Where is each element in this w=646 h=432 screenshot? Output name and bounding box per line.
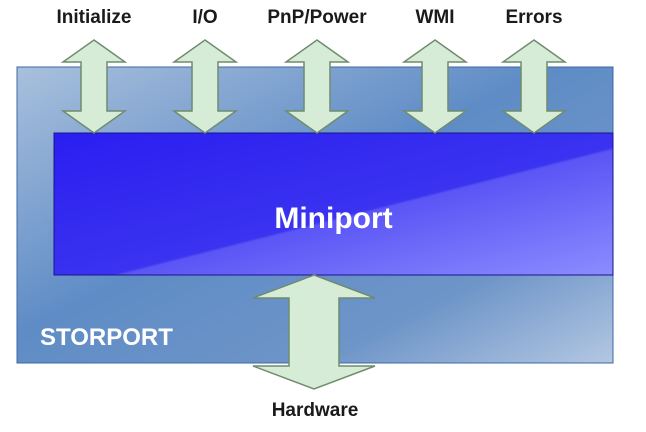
interface-label-initialize: Initialize (56, 7, 132, 28)
interface-arrows (60, 39, 568, 134)
storport-label: STORPORT (40, 324, 173, 351)
miniport-box (53, 132, 614, 276)
hardware-label: Hardware (271, 400, 359, 421)
interface-arrow-errors (500, 39, 568, 134)
interface-arrow-io (171, 39, 239, 134)
interface-arrow-wmi (401, 39, 469, 134)
interface-arrow-initialize (60, 39, 128, 134)
miniport-label: Miniport (274, 202, 393, 235)
interface-label-wmi: WMI (415, 7, 455, 28)
interface-label-io: I/O (192, 7, 218, 28)
interface-label-errors: Errors (505, 7, 563, 28)
interface-arrow-pnp-power (283, 39, 351, 134)
hardware-arrow (252, 274, 376, 390)
interface-label-pnp-power: PnP/Power (267, 7, 367, 28)
